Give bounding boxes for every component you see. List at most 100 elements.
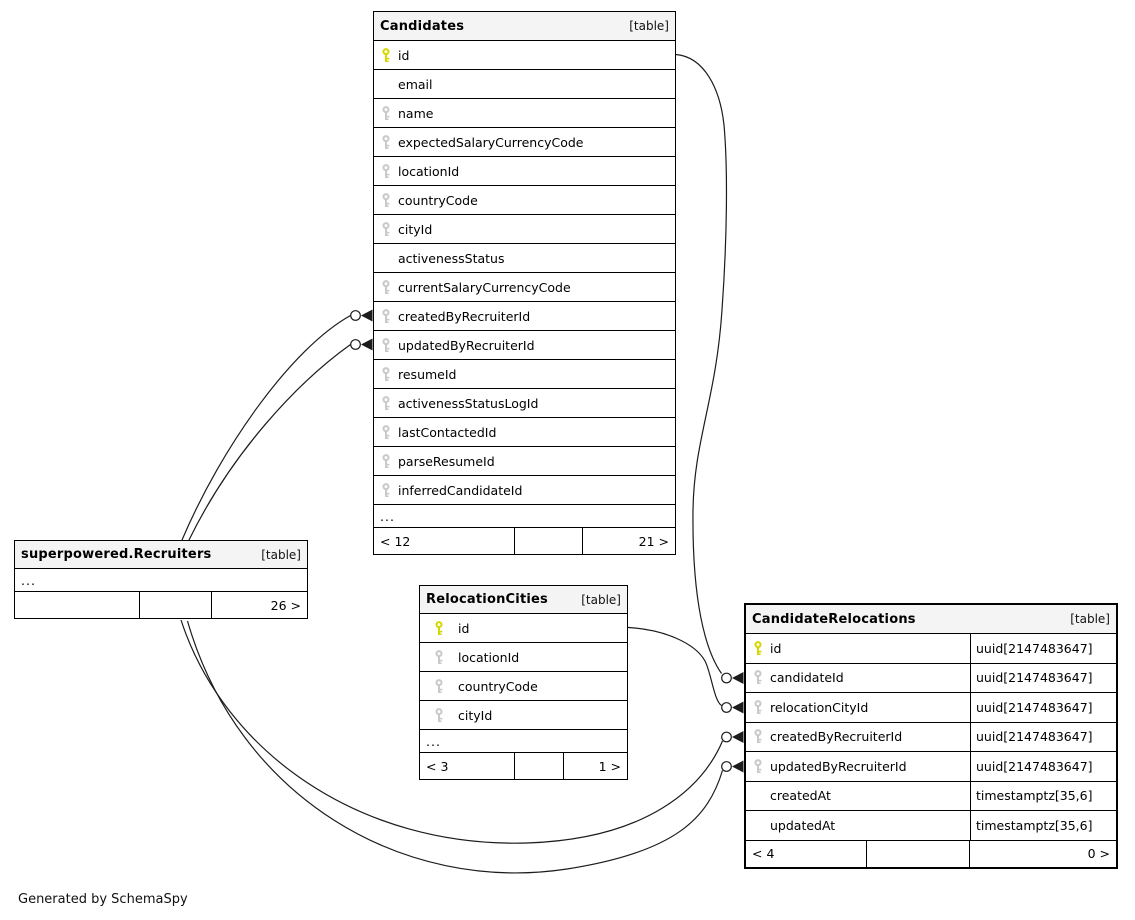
column-name-cell: parseResumeId xyxy=(374,454,675,469)
related-children-count[interactable]: 1 > xyxy=(598,758,621,774)
column-name: createdAt xyxy=(770,788,831,804)
foreign-key-icon xyxy=(381,424,392,440)
column-name: activenessStatusLogId xyxy=(398,395,539,411)
key-icon-cell xyxy=(420,620,458,636)
column-name-cell: createdAt xyxy=(746,788,970,803)
column-name: currentSalaryCurrencyCode xyxy=(398,279,571,295)
column-row: parseResumeId xyxy=(374,447,675,476)
primary-key-icon xyxy=(434,620,445,636)
column-name: candidateId xyxy=(770,670,844,686)
foreign-key-icon xyxy=(753,758,764,774)
related-children-count[interactable]: 0 > xyxy=(1087,846,1110,861)
primary-key-icon xyxy=(753,640,764,656)
foreign-key-icon xyxy=(381,279,392,295)
table-type-badge: [table] xyxy=(1070,612,1110,626)
column-name: id xyxy=(770,640,782,656)
column-name-cell: locationId xyxy=(420,650,627,665)
column-name: parseResumeId xyxy=(398,453,495,469)
column-name-cell: lastContactedId xyxy=(374,425,675,440)
foreign-key-icon xyxy=(434,678,445,694)
key-icon-cell xyxy=(374,192,398,208)
column-name-cell: locationId xyxy=(374,164,675,179)
column-row: countryCode xyxy=(374,186,675,215)
related-children-count[interactable]: 21 > xyxy=(638,533,669,549)
column-row: cityId xyxy=(374,215,675,244)
table-title[interactable]: RelocationCities xyxy=(426,592,548,607)
key-icon-cell xyxy=(374,105,398,121)
column-row: lastContactedId xyxy=(374,418,675,447)
table-header: superpowered.Recruiters [table] xyxy=(15,541,307,569)
column-name: resumeId xyxy=(398,366,457,382)
column-name: locationId xyxy=(458,649,520,665)
column-row: currentSalaryCurrencyCode xyxy=(374,273,675,302)
column-type: uuid[2147483647] xyxy=(970,752,1116,781)
column-name-cell: resumeId xyxy=(374,367,675,382)
table-type-badge: [table] xyxy=(581,592,621,607)
related-parents-count[interactable]: < 3 xyxy=(420,753,515,779)
table-footer: < 3 1 > xyxy=(420,753,627,779)
table-title[interactable]: Candidates xyxy=(380,18,465,34)
foreign-key-icon xyxy=(753,699,764,715)
column-name-cell: countryCode xyxy=(374,193,675,208)
fk-endpoint-candidaterelocations-createdby xyxy=(721,731,744,743)
column-name-cell: createdByRecruiterId xyxy=(746,729,970,744)
column-name: name xyxy=(398,105,434,121)
footer-spacer-cell xyxy=(515,528,583,554)
column-name: updatedByRecruiterId xyxy=(770,758,907,774)
relationship-line-recruiters-candidaterelocations-updatedby xyxy=(186,620,724,874)
key-icon-cell xyxy=(420,649,458,665)
truncated-columns-ellipsis: ... xyxy=(374,505,675,528)
column-name: locationId xyxy=(398,163,460,179)
column-row: activenessStatusLogId xyxy=(374,389,675,418)
relationship-line-relocationcities-candidaterelocations xyxy=(627,626,722,707)
column-name: activenessStatus xyxy=(398,250,505,266)
column-name-cell: candidateId xyxy=(746,670,970,685)
key-icon-cell xyxy=(374,47,398,63)
table-type-badge: [table] xyxy=(261,547,301,562)
foreign-key-icon xyxy=(381,395,392,411)
table-footer: < 12 21 > xyxy=(374,528,675,554)
column-name: cityId xyxy=(398,221,433,237)
column-name-cell: id xyxy=(374,48,675,63)
column-name-cell: cityId xyxy=(420,708,627,723)
key-icon-cell xyxy=(746,640,770,656)
table-superpowered-recruiters[interactable]: superpowered.Recruiters[table]...26 > xyxy=(14,540,308,619)
fk-endpoint-candidates-createdby xyxy=(350,309,373,322)
column-row: updatedByRecruiterId xyxy=(374,331,675,360)
key-icon-cell xyxy=(420,678,458,694)
column-name: id xyxy=(398,47,410,63)
column-name: expectedSalaryCurrencyCode xyxy=(398,134,584,150)
column-name: email xyxy=(398,76,433,92)
related-children-count[interactable]: 26 > xyxy=(270,597,301,613)
table-title[interactable]: superpowered.Recruiters xyxy=(21,547,212,562)
column-name-cell: relocationCityId xyxy=(746,700,970,715)
column-row: cityId xyxy=(420,701,627,730)
key-icon-cell xyxy=(374,163,398,179)
table-title[interactable]: CandidateRelocations xyxy=(752,611,916,627)
related-parents-count[interactable] xyxy=(15,592,140,618)
table-footer: < 4 0 > xyxy=(746,840,1116,867)
column-name-cell: id xyxy=(746,641,970,656)
table-candidates[interactable]: Candidates[table] id email name expectedSala… xyxy=(373,11,676,555)
key-icon-cell xyxy=(374,221,398,237)
related-parents-count[interactable]: < 12 xyxy=(374,528,515,554)
foreign-key-icon xyxy=(381,453,392,469)
table-header: Candidates[table] xyxy=(374,12,675,41)
table-candidaterelocations[interactable]: CandidateRelocations [table] id uuid[214748… xyxy=(744,603,1118,869)
relationship-line-recruiters-candidates-updatedby xyxy=(188,344,351,541)
related-parents-count[interactable]: < 4 xyxy=(746,840,867,867)
foreign-key-icon xyxy=(381,366,392,382)
foreign-key-icon xyxy=(381,337,392,353)
column-name-cell: email xyxy=(374,77,675,92)
column-row: locationId xyxy=(420,643,627,672)
primary-key-icon xyxy=(381,47,392,63)
column-name-cell: id xyxy=(420,621,627,636)
column-row: createdByRecruiterId xyxy=(374,302,675,331)
